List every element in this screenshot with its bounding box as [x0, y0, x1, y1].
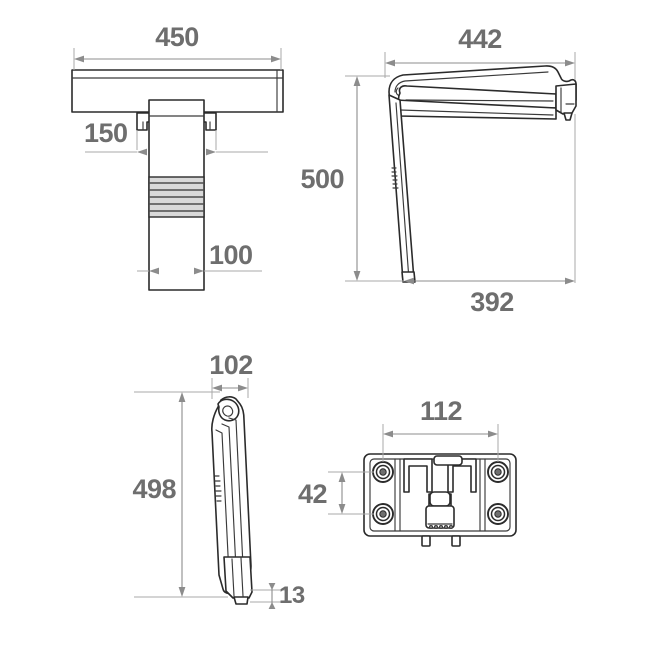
bracket-left-panel: [394, 458, 401, 532]
top-right-view-group: 442 500 392: [300, 24, 577, 317]
dimension-112: 112: [382, 396, 499, 462]
dimension-label-112: 112: [420, 396, 462, 426]
dimension-label-392: 392: [470, 287, 514, 317]
dimension-13: 13: [250, 582, 305, 609]
dimension-450: 450: [73, 22, 282, 70]
dimension-42: 42: [298, 471, 374, 515]
dimension-label-150: 150: [84, 118, 128, 148]
bottom-left-view-group: 102 498 13: [132, 350, 305, 609]
dimension-100: 100: [137, 240, 262, 275]
dimension-label-102: 102: [209, 350, 253, 380]
bracket-fixing-hole-top-right: [487, 461, 509, 483]
bottom-right-view-group: 112 42: [298, 396, 517, 547]
dimension-label-100: 100: [209, 240, 253, 270]
hook-head: [217, 398, 240, 422]
dimension-498: 498: [132, 391, 228, 598]
folded-grip-notches: [214, 475, 222, 502]
dimension-label-13: 13: [279, 582, 305, 609]
column-rib-band: [148, 176, 205, 218]
bracket-right-panel: [479, 458, 486, 532]
top-left-view-group: 450 150 100: [71, 22, 284, 291]
bracket-fixing-hole-bottom-right: [487, 503, 509, 525]
wall-mount-block: [555, 83, 577, 121]
bracket-bottom-lugs: [421, 535, 461, 547]
dimension-150: 150: [84, 118, 268, 156]
bracket-fixing-hole-top-left: [372, 461, 394, 483]
dimension-392: 392: [404, 114, 576, 317]
bracket-top-clips: [403, 455, 477, 493]
dimension-label-500: 500: [300, 164, 344, 194]
bracket-center-tab: [425, 491, 455, 529]
folded-foot-block: [223, 556, 253, 605]
dimension-label-498: 498: [132, 474, 176, 504]
dimension-500: 500: [300, 75, 404, 282]
bracket-fixing-hole-bottom-left: [372, 503, 394, 525]
dimension-102: 102: [209, 350, 253, 399]
dimension-label-42: 42: [298, 479, 327, 509]
dimension-442: 442: [384, 24, 576, 80]
bracket-tab-teeth: [428, 524, 454, 530]
leg-grip-notches: [391, 167, 399, 189]
dimension-label-442: 442: [458, 24, 502, 54]
dimension-label-450: 450: [155, 22, 199, 52]
seat-board: [71, 69, 284, 113]
